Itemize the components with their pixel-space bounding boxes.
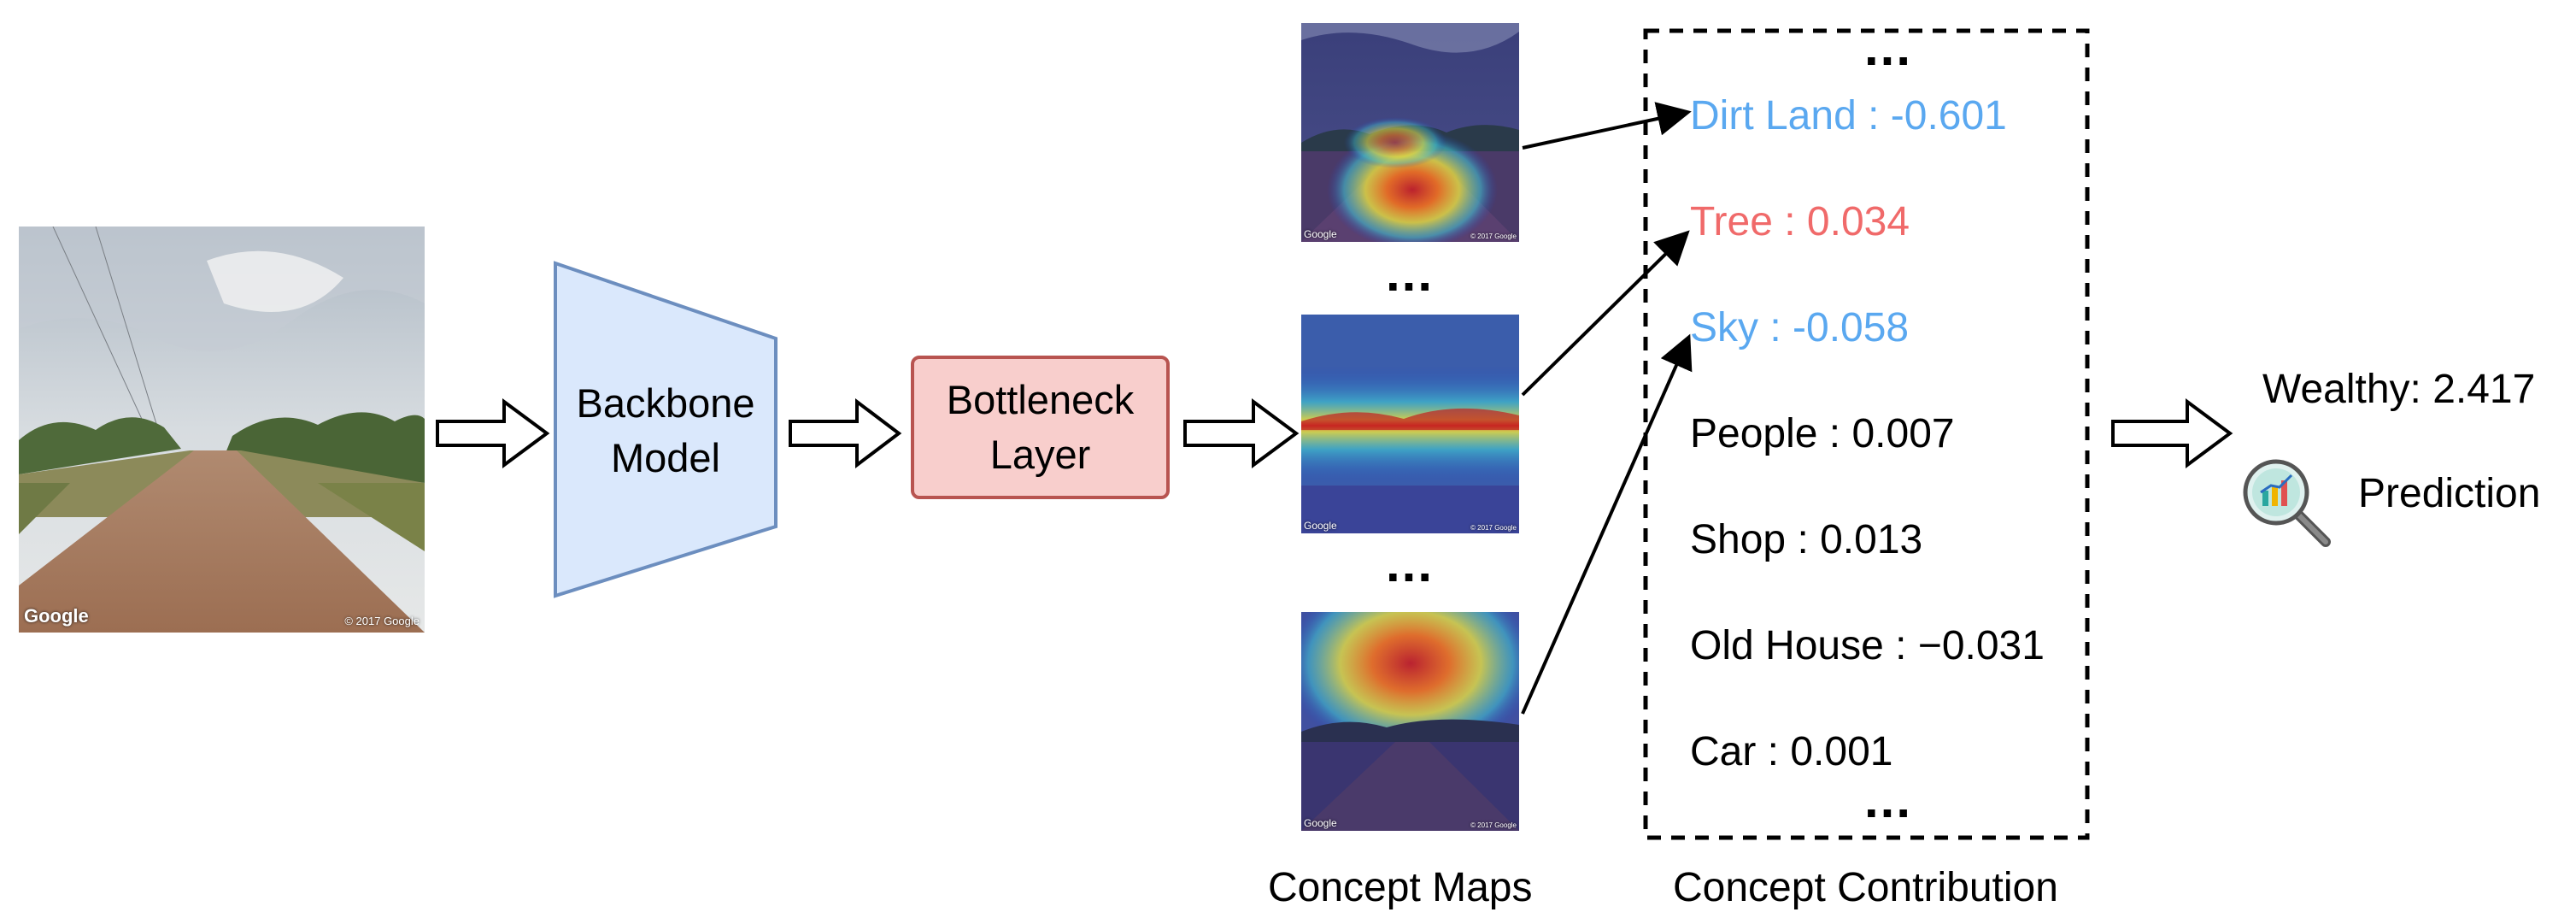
map2-google-logo: Google — [1304, 520, 1337, 532]
concept-maps-ellipsis-2: ... — [1386, 535, 1435, 592]
backbone-label: Backbone Model — [555, 376, 776, 486]
contribution-item: Old House : −0.031 — [1690, 623, 2045, 668]
contribution-item: Shop : 0.013 — [1690, 517, 1923, 562]
arrow-map3-sky — [1521, 333, 1693, 715]
contribution-item: People : 0.007 — [1690, 411, 1955, 456]
concept-map-tree: Google © 2017 Google — [1301, 315, 1519, 533]
concept-contribution-caption: Concept Contribution — [1673, 865, 2058, 910]
copyright-text: © 2017 Google — [344, 615, 420, 627]
bottleneck-label-line1: Bottleneck — [946, 377, 1135, 422]
backbone-label-line1: Backbone — [576, 380, 755, 426]
magnifier-chart-icon — [2237, 453, 2339, 556]
google-logo: Google — [24, 605, 89, 627]
map1-google-logo: Google — [1304, 228, 1337, 240]
prediction-label: Prediction — [2358, 471, 2541, 516]
backbone-shape — [554, 261, 777, 598]
flow-arrow-3 — [1183, 398, 1300, 468]
map2-copyright: © 2017 Google — [1470, 524, 1517, 532]
map1-copyright: © 2017 Google — [1470, 232, 1517, 240]
concept-map-dirt-land: Google © 2017 Google — [1301, 23, 1519, 242]
map3-copyright: © 2017 Google — [1470, 821, 1517, 829]
contribution-item: Tree : 0.034 — [1690, 199, 1910, 244]
contribution-ellipsis-bottom: ... — [1864, 771, 1913, 828]
arrow-map2-tree — [1521, 230, 1690, 397]
map3-google-logo: Google — [1304, 817, 1337, 829]
bottleneck-label: Bottleneck Layer — [912, 373, 1168, 482]
concept-map-sky: Google © 2017 Google — [1301, 612, 1519, 831]
flow-arrow-4 — [2111, 398, 2233, 468]
bottleneck-label-line2: Layer — [989, 432, 1091, 477]
contribution-item: Sky : -0.058 — [1690, 305, 1910, 350]
flow-arrow-2 — [789, 397, 902, 469]
prediction-result: Wealthy: 2.417 — [2262, 367, 2536, 412]
contribution-item: Car : 0.001 — [1690, 729, 1893, 774]
contribution-item: Dirt Land : -0.601 — [1690, 93, 2007, 138]
concept-maps-ellipsis-1: ... — [1386, 244, 1435, 302]
backbone-label-line2: Model — [610, 435, 720, 480]
concept-maps-caption: Concept Maps — [1268, 865, 1533, 910]
arrow-map1-dirtland — [1522, 102, 1692, 150]
flow-arrow-1 — [436, 398, 550, 468]
contribution-ellipsis-top: ... — [1864, 19, 1913, 76]
input-image: Google © 2017 Google — [19, 227, 425, 633]
bottleneck-shape — [911, 356, 1170, 499]
